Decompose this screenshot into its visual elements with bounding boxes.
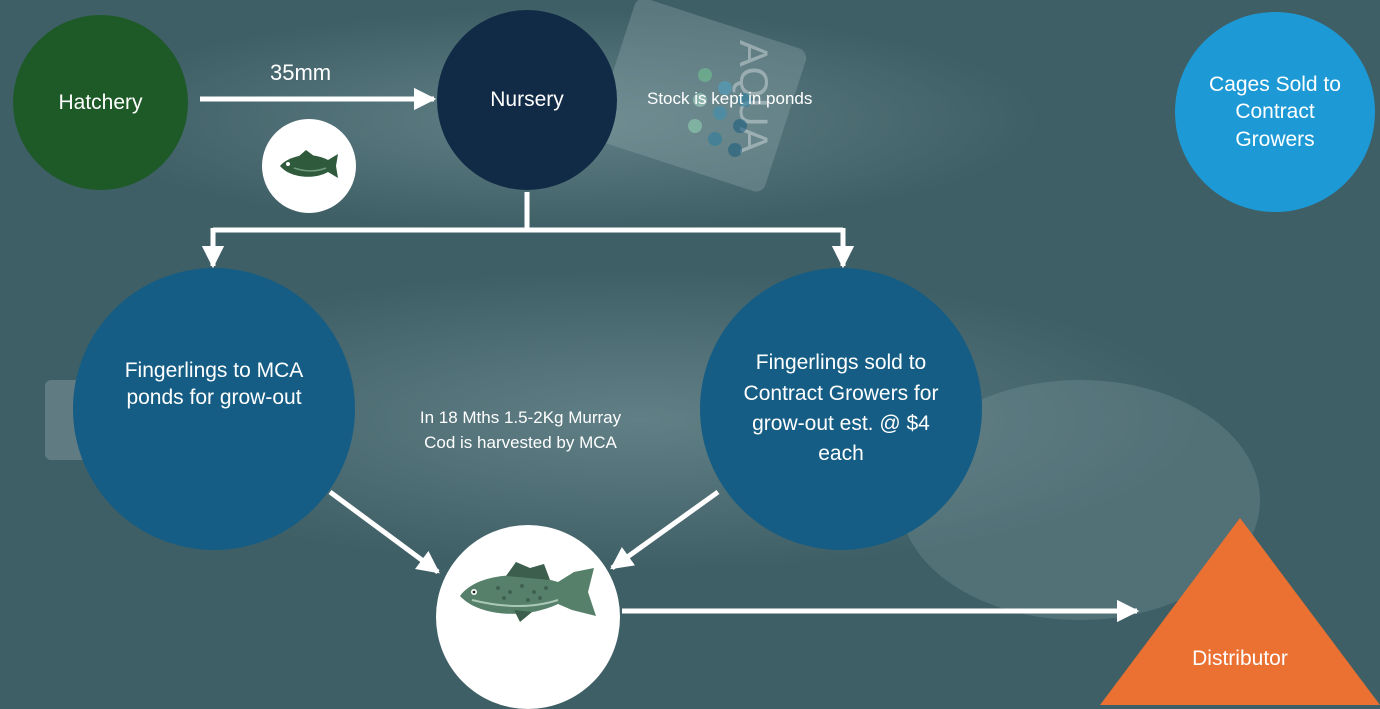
nursery-node: Nursery <box>437 10 617 190</box>
contract-growers-to-fish-arrow <box>610 489 720 571</box>
harvest-note: In 18 Mths 1.5-2Kg Murray Cod is harvest… <box>419 408 622 452</box>
cages-sold-node: Cages Sold to Contract Growers <box>1175 12 1375 212</box>
fingerling-fish-circle <box>262 119 356 213</box>
hatchery-label: Hatchery <box>58 90 143 114</box>
distributor-node: Distributor <box>1100 518 1380 705</box>
contract-growers-node: Fingerlings sold to Contract Growers for… <box>700 268 982 550</box>
nursery-note: Stock is kept in ponds <box>647 89 813 108</box>
mca-ponds-label: Fingerlings to MCA ponds for grow-out <box>124 358 304 409</box>
murray-cod-fish-icon <box>460 562 596 622</box>
harvested-fish-circle <box>436 525 620 709</box>
mca-ponds-to-fish-arrow <box>328 489 440 575</box>
distributor-label: Distributor <box>1192 647 1288 670</box>
cages-sold-label: Cages Sold to Contract Growers <box>1209 73 1341 151</box>
contract-growers-label: Fingerlings sold to Contract Growers for… <box>743 351 939 466</box>
distributor-triangle-shape <box>1100 518 1380 705</box>
mca-ponds-node: Fingerlings to MCA ponds for grow-out <box>73 268 355 550</box>
nursery-label: Nursery <box>490 88 564 112</box>
background-product-text: AQUA <box>731 40 775 154</box>
murray-cod-fingerling-icon <box>280 150 338 178</box>
hatchery-node: Hatchery <box>13 15 188 190</box>
size-label: 35mm <box>270 60 332 85</box>
